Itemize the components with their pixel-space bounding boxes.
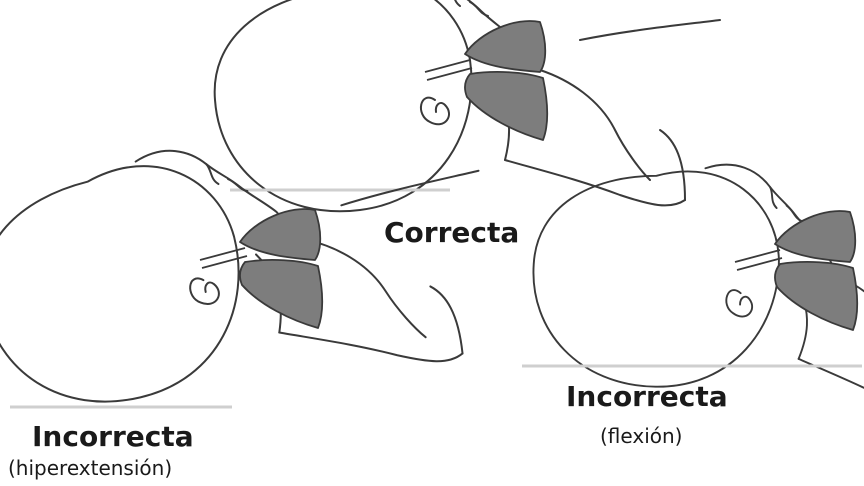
label-correcta: Correcta: [384, 216, 519, 249]
lungs-flexion: [735, 211, 857, 330]
infant-correct: [215, 0, 720, 211]
label-flexion: (flexión): [600, 424, 682, 448]
label-incorrecta-flexion: Incorrecta: [566, 380, 728, 413]
label-hiperextension: (hiperextensión): [8, 456, 172, 480]
lungs-hyperextension: [200, 209, 322, 328]
label-incorrecta-hyperextension: Incorrecta: [32, 420, 194, 453]
